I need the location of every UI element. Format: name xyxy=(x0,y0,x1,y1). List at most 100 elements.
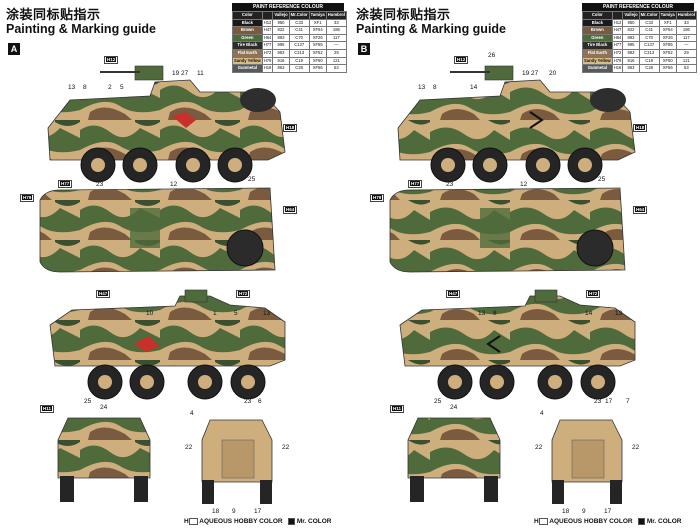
side-view-left-b xyxy=(397,65,636,183)
humbrol-cell: 53 xyxy=(675,64,697,73)
callout-number: 8 xyxy=(493,310,497,317)
callout-number: 22 xyxy=(185,444,193,451)
title-en-a: Painting & Marking guide xyxy=(6,22,157,36)
callout-number: 9 xyxy=(582,508,586,515)
callout-number: 23 xyxy=(244,398,252,405)
callout-number: 13 xyxy=(68,84,76,91)
color-code-tag: H64 xyxy=(633,206,648,214)
callout-number: 27 xyxy=(531,70,539,77)
callout-number: 10 xyxy=(146,310,154,317)
callout-number: 25 xyxy=(598,176,606,183)
swatch-icon xyxy=(538,518,548,525)
color-code-tag: H79 xyxy=(20,194,35,202)
color-code-tag: H47 xyxy=(446,290,461,298)
callout-number: 14 xyxy=(470,84,478,91)
aqueous-label: AQUEOUS HOBBY COLOR xyxy=(549,518,633,526)
callout-number: 22 xyxy=(535,444,543,451)
h-prefix: H xyxy=(184,518,189,526)
color-table-title: PAINT REFERENCE COLOUR xyxy=(582,3,694,11)
callout-number: 19 xyxy=(522,70,530,77)
top-view-b xyxy=(389,187,626,273)
color-name-cell: Gunmetal xyxy=(232,64,263,73)
callout-number: 23 xyxy=(446,181,454,188)
color-table-grid: Color Vallejo Mr.Color Tamiya Humbrol Bl… xyxy=(232,11,347,73)
vehicle-drawings-a xyxy=(39,65,286,504)
color-code-tag: H18 xyxy=(633,124,648,132)
side-view-right xyxy=(49,289,286,400)
callout-number: 13 xyxy=(478,310,486,317)
vallejo-cell: 863 xyxy=(622,64,640,73)
rear-view-b xyxy=(551,419,623,504)
color-name-cell: Gunmetal xyxy=(582,64,613,73)
callout-number: 8 xyxy=(83,84,87,91)
vallejo-cell: 863 xyxy=(272,64,290,73)
vehicle-drawings-b xyxy=(389,65,636,504)
callout-number: 11 xyxy=(197,70,204,77)
callout-number: 4 xyxy=(540,410,544,417)
callout-number: 23 xyxy=(96,181,104,188)
color-code-tag: H72 xyxy=(236,290,251,298)
color-code-tag: H12 xyxy=(454,56,469,64)
color-code-tag: H72 xyxy=(586,290,601,298)
callout-number: 27 xyxy=(181,70,189,77)
rear-view xyxy=(201,419,273,504)
callout-number: 24 xyxy=(100,404,108,411)
side-view-right-b xyxy=(399,289,636,400)
color-code-tag: H11 xyxy=(390,405,405,413)
color-code-tag: H12 xyxy=(104,56,119,64)
callout-number: 5 xyxy=(234,310,238,317)
humbrol-cell: 53 xyxy=(325,64,347,73)
callout-number: 25 xyxy=(84,398,92,405)
callout-number: 9 xyxy=(232,508,236,515)
panel-letter-b: B xyxy=(358,43,370,55)
callout-number: 24 xyxy=(450,404,458,411)
color-table-a: PAINT REFERENCE COLOUR Color Vallejo Mr.… xyxy=(232,3,347,73)
callout-number: 25 xyxy=(248,176,256,183)
callout-number: 6 xyxy=(258,398,262,405)
callout-number: 13 xyxy=(263,310,271,317)
callout-number: 12 xyxy=(520,181,528,188)
color-code-tag: H77 xyxy=(58,180,73,188)
callout-number: 13 xyxy=(615,310,623,317)
front-view xyxy=(57,417,151,502)
side-view-left xyxy=(47,65,286,183)
color-code-tag: H18 xyxy=(283,124,298,132)
panel-letter-a: A xyxy=(8,43,20,55)
color-table-grid: Color Vallejo Mr.Color Tamiya Humbrol Bl… xyxy=(582,11,697,73)
callout-number: 19 xyxy=(172,70,180,77)
callout-number: 18 xyxy=(212,508,220,515)
front-view-b xyxy=(407,417,501,502)
color-code-tag: H77 xyxy=(408,180,423,188)
color-table-b: PAINT REFERENCE COLOUR Color Vallejo Mr.… xyxy=(582,3,697,73)
top-view xyxy=(39,187,276,273)
footer-legend-a: H AQUEOUS HOBBY COLOR Mr. COLOR xyxy=(184,518,332,525)
footer-legend-b: H AQUEOUS HOBBY COLOR Mr. COLOR xyxy=(534,518,682,525)
color-code-tag: H11 xyxy=(40,405,55,413)
title-en-b: Painting & Marking guide xyxy=(356,22,507,36)
h-prefix: H xyxy=(534,518,539,526)
callout-number: 25 xyxy=(434,398,442,405)
callout-number: 4 xyxy=(190,410,194,417)
callout-number: 2 xyxy=(108,84,112,91)
color-table-title: PAINT REFERENCE COLOUR xyxy=(232,3,344,11)
swatch-icon xyxy=(188,518,198,525)
aqueous-label: AQUEOUS HOBBY COLOR xyxy=(199,518,283,526)
color-code-tag: H64 xyxy=(283,206,298,214)
callout-number: 22 xyxy=(282,444,290,451)
callout-number: 1 xyxy=(213,310,217,317)
callout-number: 17 xyxy=(605,398,613,405)
callout-number: 5 xyxy=(120,84,124,91)
title-cn-a: 涂装同标贴指示 xyxy=(6,8,101,23)
callout-number: 13 xyxy=(418,84,426,91)
callout-number: 14 xyxy=(585,310,593,317)
callout-number: 22 xyxy=(632,444,640,451)
